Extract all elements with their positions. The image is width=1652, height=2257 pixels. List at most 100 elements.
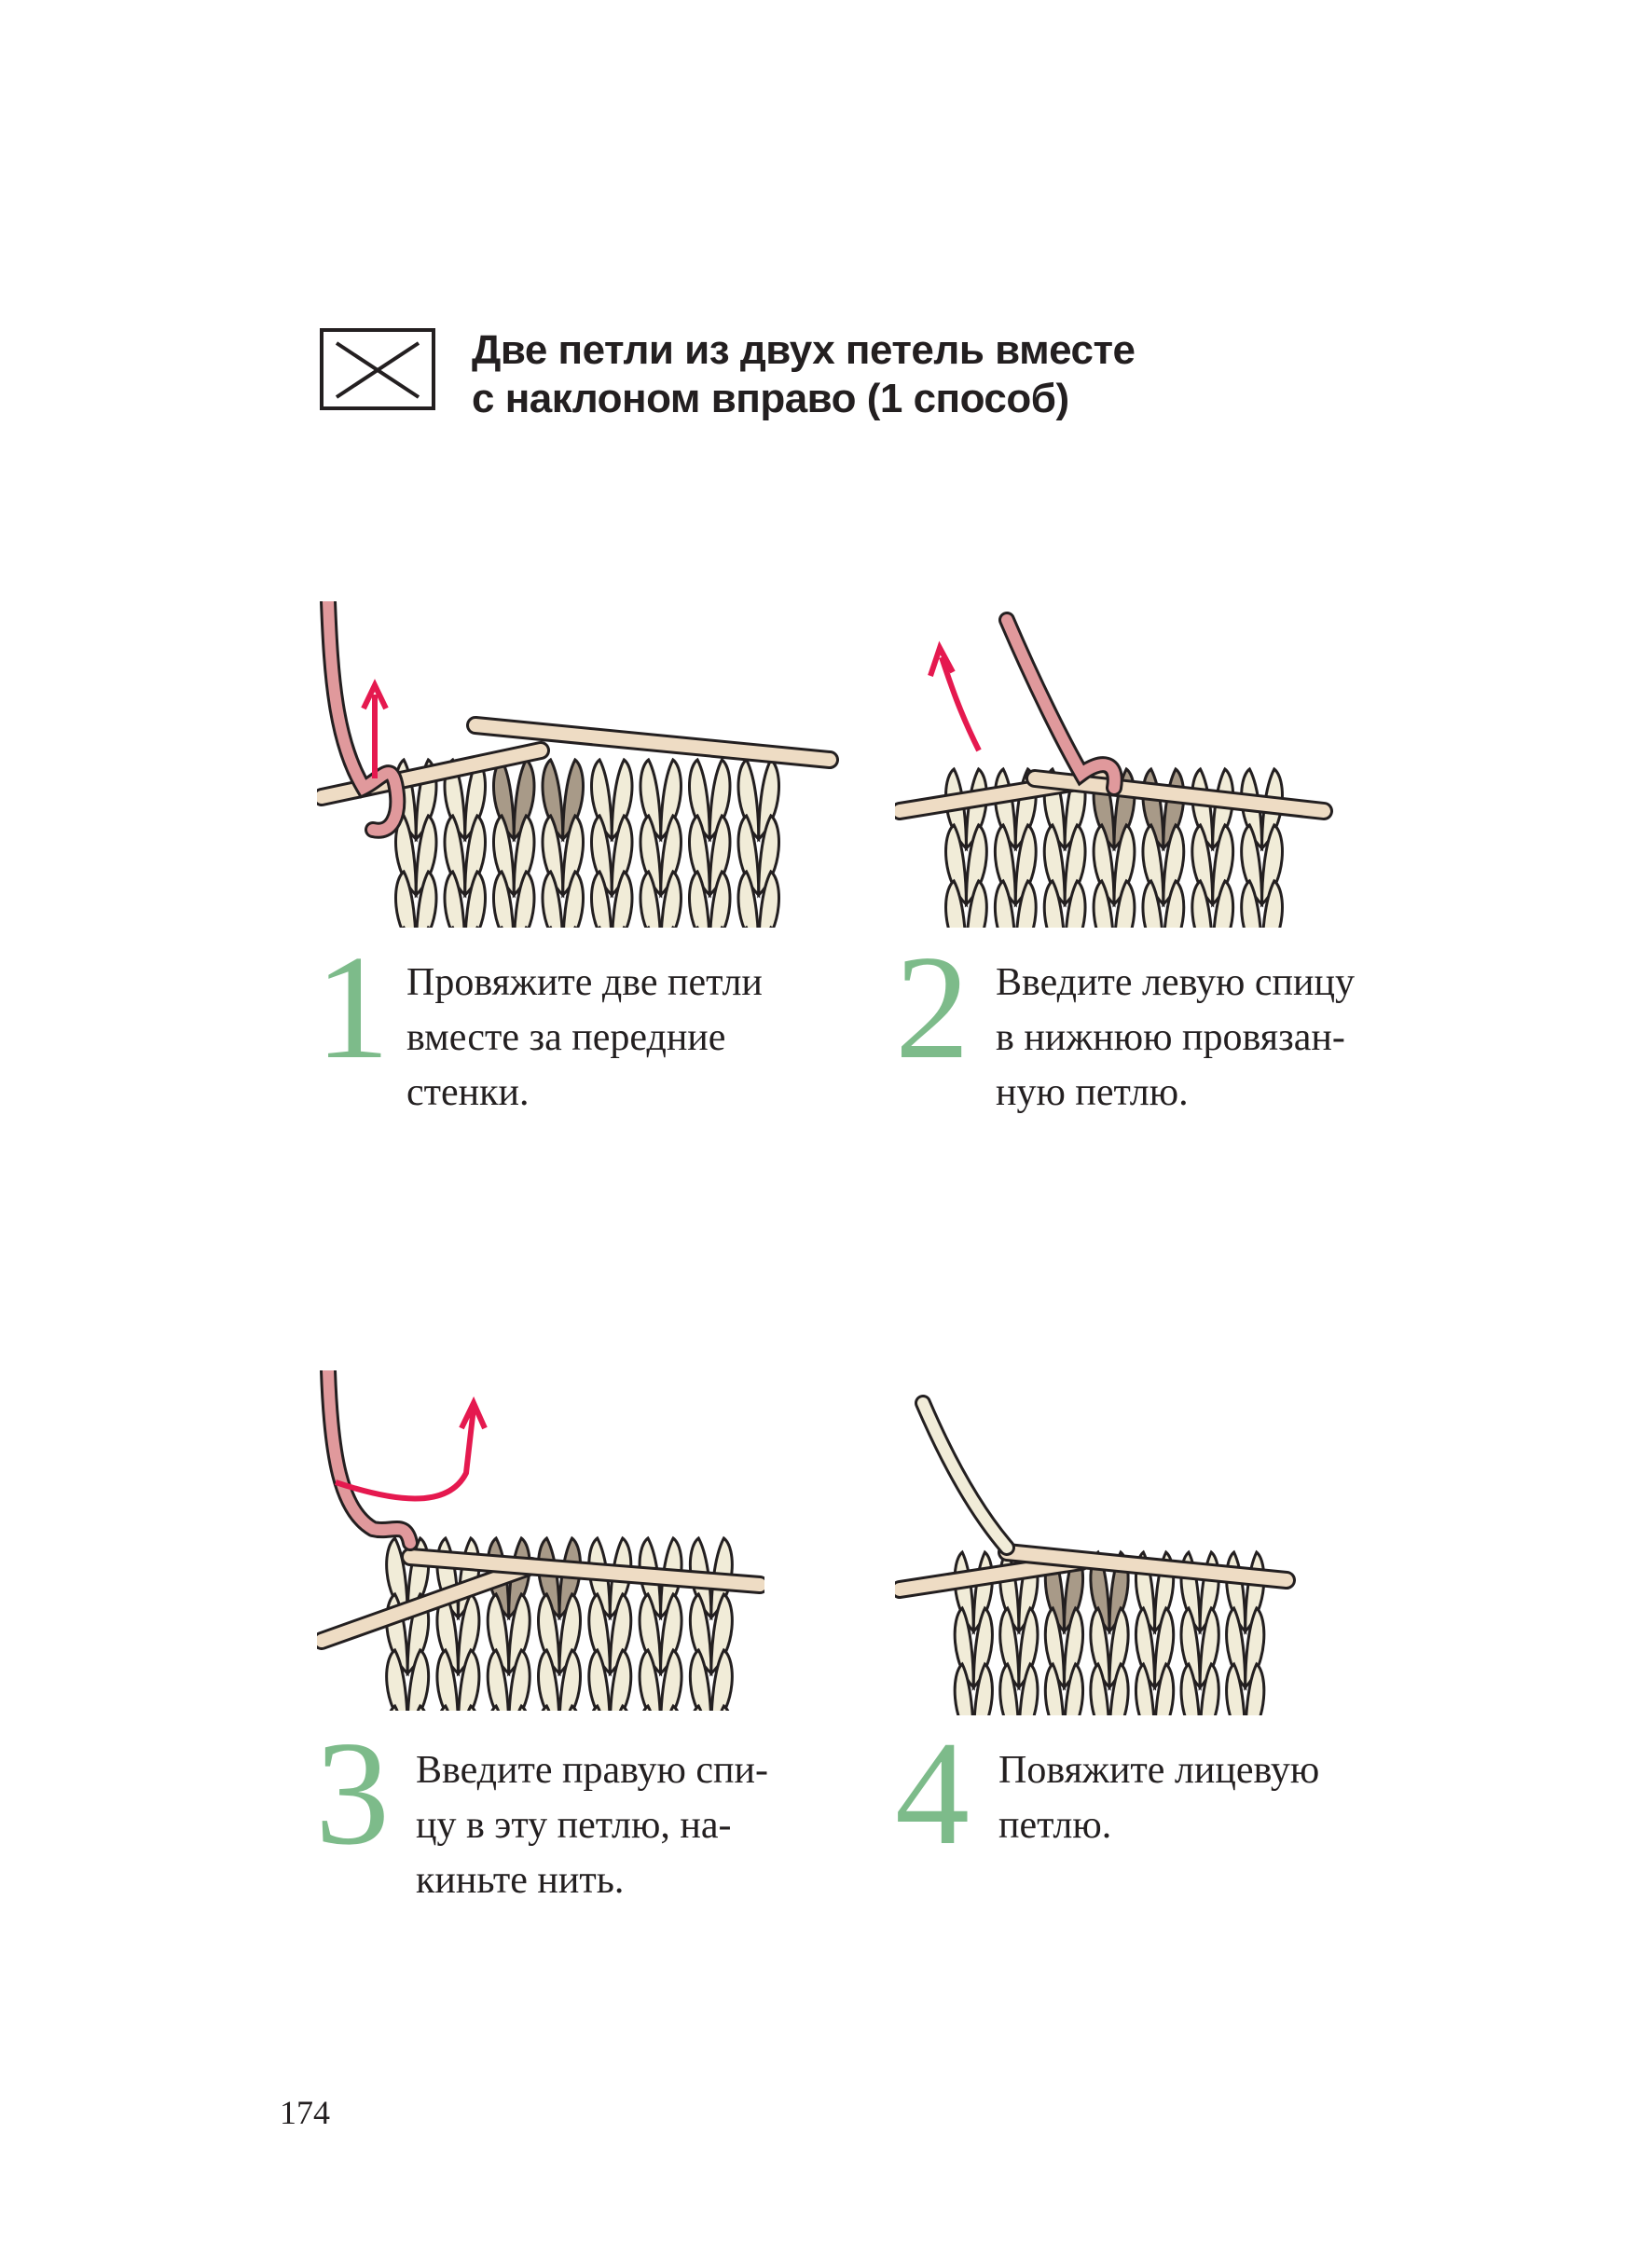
knit-stitch: [1191, 822, 1215, 908]
knit-stitch: [639, 813, 663, 899]
knit-stitch: [486, 1647, 511, 1720]
knit-stitch: [492, 813, 516, 899]
knit-stitch: [558, 1647, 582, 1720]
knitting-needle: [1028, 772, 1330, 818]
knitting-needle: [1000, 1546, 1293, 1587]
knit-stitch: [1141, 822, 1165, 908]
knit-stitch: [610, 757, 634, 843]
knit-stitch: [1225, 1605, 1247, 1691]
knit-stitch: [1042, 822, 1067, 908]
knit-stitch: [708, 757, 732, 843]
step-line: Провяжите две петли: [406, 961, 763, 1004]
direction-arrow: [928, 640, 982, 752]
knit-stitch: [541, 757, 565, 843]
knit-stitch: [608, 1591, 633, 1677]
knit-stitch: [709, 869, 732, 937]
knit-stitch: [486, 1591, 511, 1677]
step-line: вместе за передние: [406, 1016, 726, 1059]
knit-stitch: [638, 1591, 663, 1677]
knit-stitch: [1244, 1605, 1266, 1691]
knit-stitch: [590, 757, 613, 843]
knit-stitch: [507, 1591, 531, 1677]
page-title: Две петли из двух петель вместе с наклон…: [472, 326, 1136, 423]
working-yarn: [323, 1370, 416, 1548]
title-line: с наклоном вправо (1 способ): [472, 376, 1069, 421]
knit-stitch: [610, 813, 634, 899]
knit-stitch: [688, 813, 711, 899]
chart-symbol-icon: [320, 328, 435, 410]
step-number: 4: [895, 1710, 970, 1876]
knit-stitch: [639, 757, 663, 843]
knit-stitch: [659, 813, 682, 899]
knit-stitch: [1153, 1605, 1176, 1691]
knit-stitch: [611, 869, 634, 937]
knit-stitch: [492, 869, 516, 937]
knitting-needle: [317, 1560, 538, 1647]
knit-stitch: [561, 869, 585, 937]
step-2-illustration: [895, 612, 1333, 937]
knit-stitch: [1260, 822, 1284, 908]
knit-stitch: [537, 1591, 561, 1677]
knit-stitch: [414, 813, 438, 899]
working-yarn: [323, 601, 404, 836]
step-number: 3: [315, 1710, 390, 1876]
knitting-needle: [895, 1555, 1088, 1596]
knit-stitch: [659, 1591, 683, 1677]
mask: [895, 928, 1333, 937]
working-yarn: [1001, 614, 1121, 793]
step-line: петлю.: [998, 1804, 1112, 1847]
title-line: Две петли из двух петель вместе: [472, 327, 1136, 373]
knit-stitch: [1043, 1605, 1066, 1691]
direction-arrow: [361, 679, 389, 778]
knit-stitch: [709, 1591, 734, 1677]
step-line: Введите левую спицу: [996, 961, 1355, 1004]
knit-stitch: [443, 813, 467, 899]
step-text: Повяжите лицевую петлю.: [998, 1743, 1319, 1853]
knit-stitch: [561, 757, 585, 843]
step-number: 2: [895, 924, 970, 1090]
knit-stitch: [757, 813, 780, 899]
knit-stitch: [457, 1647, 481, 1720]
knit-stitch: [394, 869, 418, 937]
step-line: в нижнюю провязан-: [996, 1016, 1345, 1059]
knit-stitch: [688, 757, 711, 843]
knit-stitch: [688, 869, 711, 937]
knit-stitch: [1112, 822, 1136, 908]
knit-stitch: [1017, 1605, 1039, 1691]
step-line: Введите правую спи-: [416, 1749, 768, 1792]
mask: [895, 1715, 1296, 1720]
knit-stitch: [708, 813, 732, 899]
step-text: Провяжите две петли вместе за передние с…: [406, 956, 763, 1121]
knit-stitch: [688, 1591, 713, 1677]
working-yarn: [917, 1397, 1012, 1553]
knit-stitch: [541, 869, 564, 937]
knit-stitch: [1211, 822, 1235, 908]
knit-stitch: [659, 1647, 683, 1720]
knit-stitch: [1135, 1605, 1157, 1691]
mask: [317, 1711, 764, 1720]
knit-stitch: [1179, 1605, 1202, 1691]
step-line: цу в эту петлю, на-: [416, 1804, 732, 1847]
knit-stitch: [513, 869, 536, 937]
knit-stitch: [998, 1605, 1021, 1691]
knit-stitch: [1013, 822, 1038, 908]
step-number: 1: [315, 924, 390, 1090]
knit-stitch: [1162, 822, 1186, 908]
knit-stitch: [587, 1647, 612, 1720]
step-line: киньте нить.: [416, 1859, 625, 1902]
knit-stitch: [415, 869, 438, 937]
page-number: 174: [280, 2094, 330, 2131]
step-4-illustration: [895, 1395, 1296, 1720]
knit-stitch: [590, 813, 613, 899]
knit-stitch: [737, 869, 760, 937]
knit-stitch: [1089, 1605, 1111, 1691]
knit-stitch: [435, 1647, 460, 1720]
knit-stitch: [512, 813, 536, 899]
knit-stitch: [993, 822, 1017, 908]
knit-stitch: [385, 1535, 409, 1621]
knit-stitch: [953, 1605, 975, 1691]
knit-stitch: [971, 1605, 994, 1691]
knitting-needle: [404, 1550, 764, 1591]
knit-stitch: [537, 1647, 561, 1720]
knit-stitch: [1092, 822, 1116, 908]
